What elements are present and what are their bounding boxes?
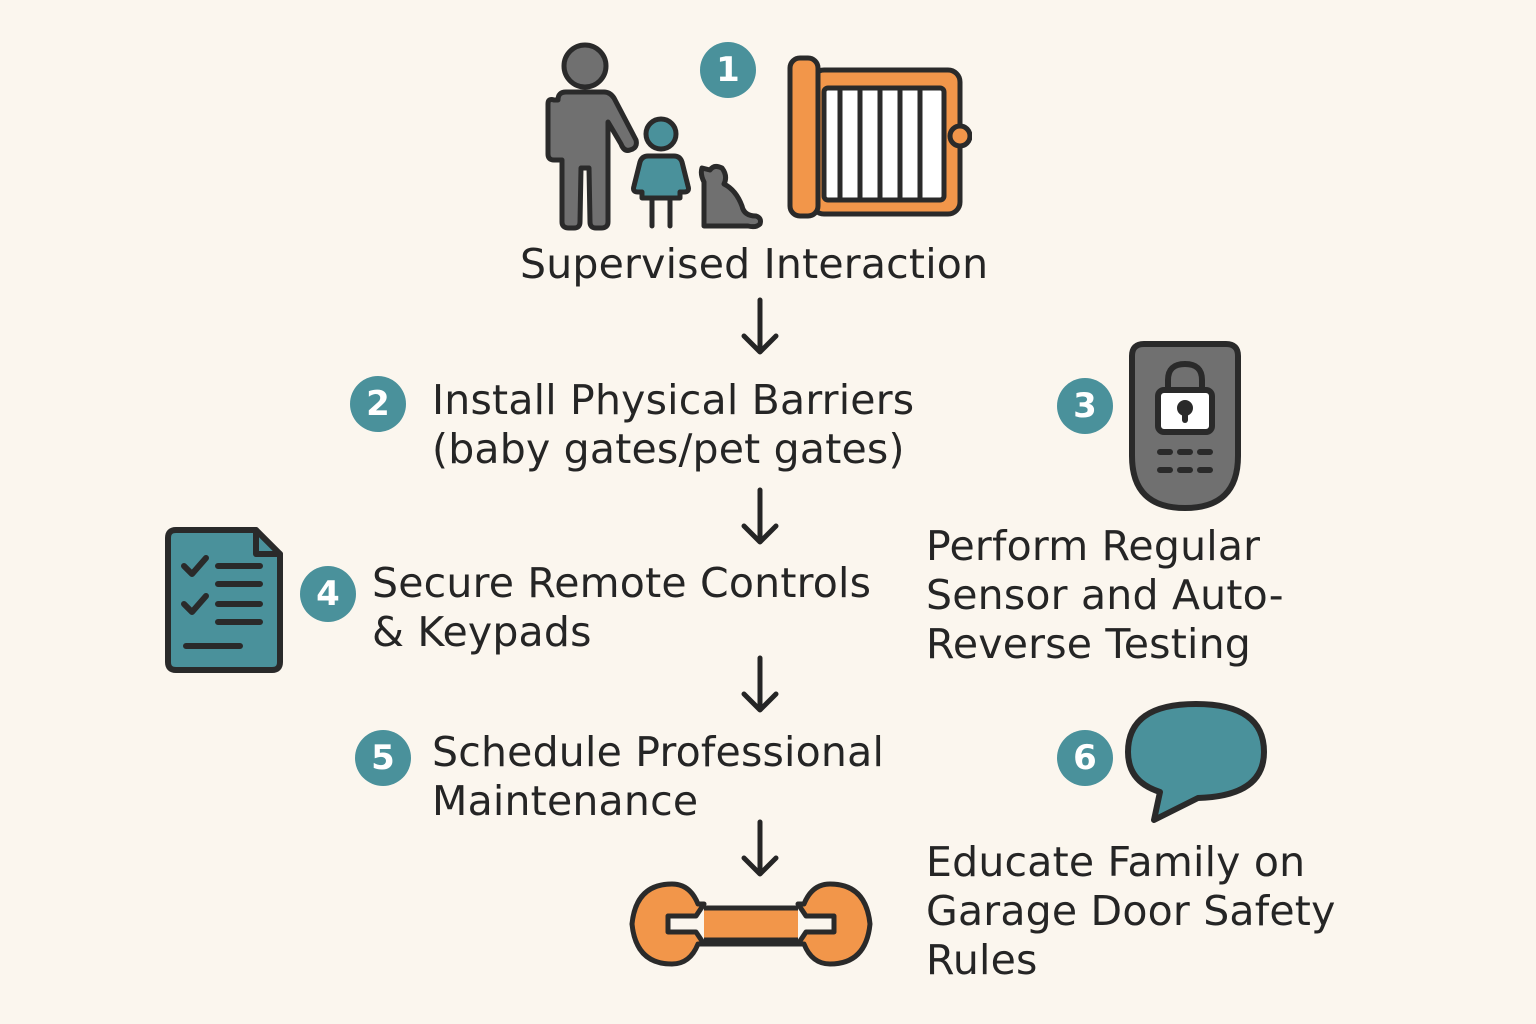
step-5-badge: 5 <box>355 730 411 786</box>
step-6-badge: 6 <box>1057 730 1113 786</box>
step-2-badge: 2 <box>350 376 406 432</box>
step-6-label: Educate Family on Garage Door Safety Rul… <box>926 838 1336 984</box>
step-3-badge: 3 <box>1057 378 1113 434</box>
arrow-down-icon <box>741 655 779 713</box>
wrench-icon <box>629 881 873 967</box>
speech-bubble-icon <box>1125 701 1267 823</box>
step-4-label: Secure Remote Controls & Keypads <box>372 559 872 656</box>
step-1-badge: 1 <box>700 42 756 98</box>
gate-icon <box>787 55 972 219</box>
step-3-label: Perform Regular Sensor and Auto- Reverse… <box>926 522 1284 668</box>
keypad-lock-icon <box>1129 341 1241 511</box>
step-4-badge: 4 <box>300 566 356 622</box>
arrow-down-icon <box>741 487 779 545</box>
step-5-label: Schedule Professional Maintenance <box>432 728 885 825</box>
checklist-icon <box>165 527 283 673</box>
family-icon <box>545 42 763 231</box>
step-1-label: Supervised Interaction <box>520 240 989 288</box>
arrow-down-icon <box>741 297 779 355</box>
step-2-label: Install Physical Barriers (baby gates/pe… <box>432 376 915 473</box>
arrow-down-icon <box>741 819 779 877</box>
